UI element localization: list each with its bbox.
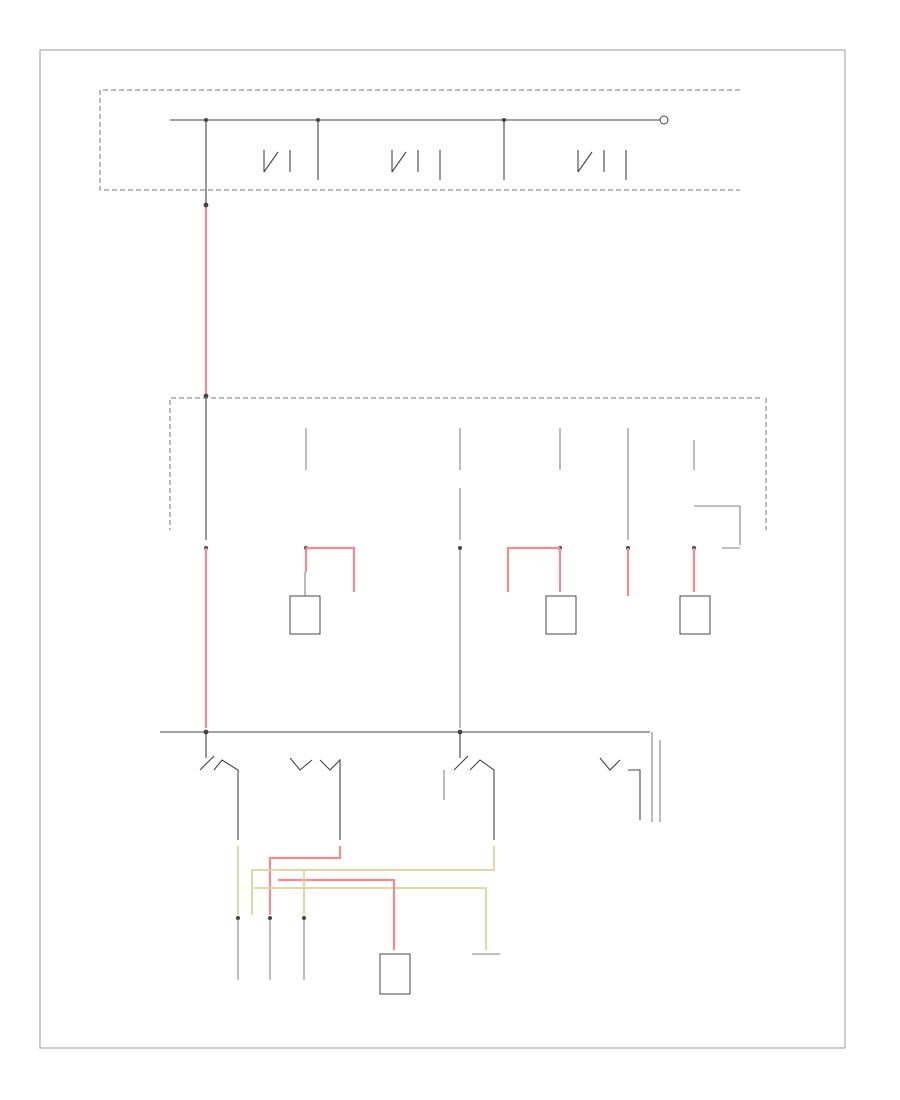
lower-bus-block <box>160 729 661 840</box>
interior-fuse-block <box>169 397 767 545</box>
diagram-frame <box>39 49 846 1049</box>
module-box-4 <box>379 953 411 995</box>
module-box-3 <box>679 595 711 635</box>
module-box-2 <box>545 595 577 635</box>
underhood-fuse-block <box>99 89 740 191</box>
module-box-1 <box>289 595 321 635</box>
